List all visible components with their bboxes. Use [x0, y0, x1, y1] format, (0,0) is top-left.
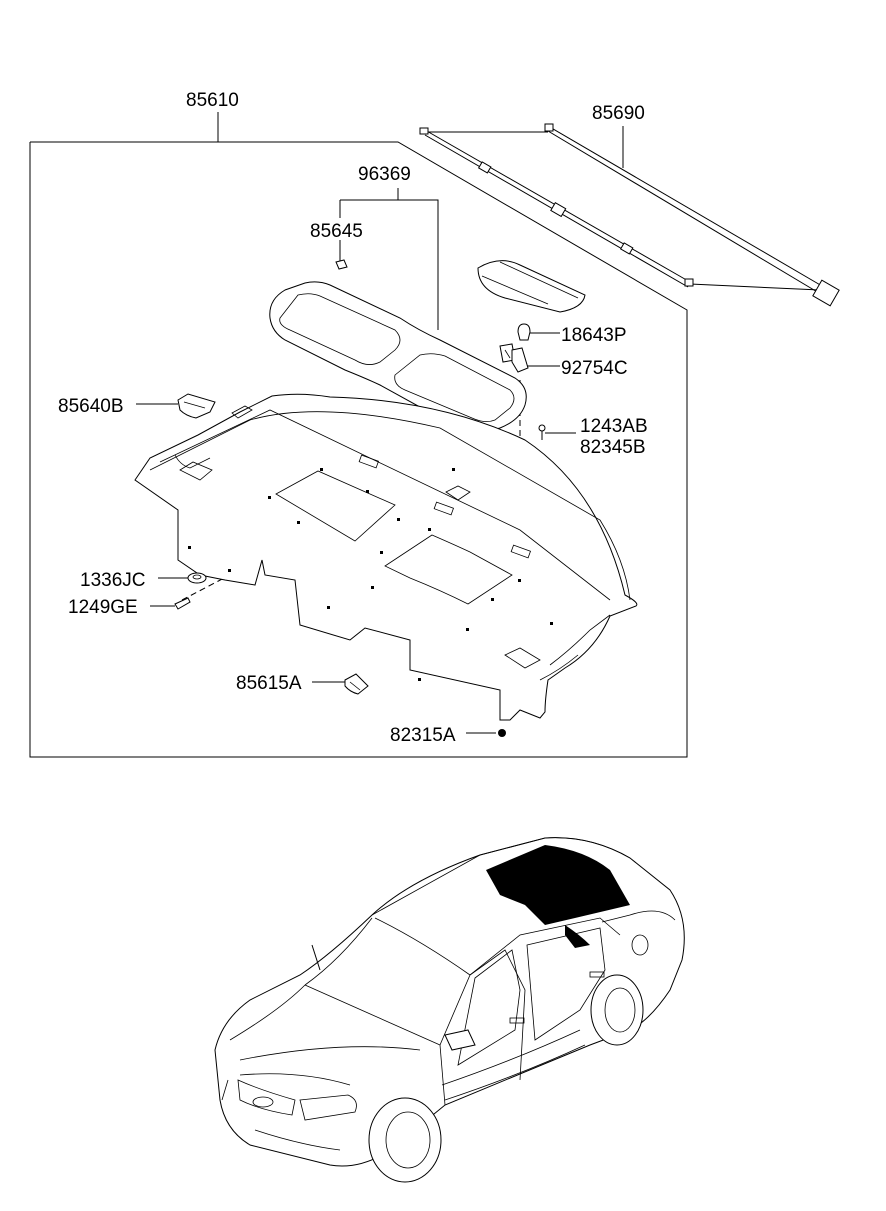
assembly-frame: [29, 141, 688, 758]
label-85615a: 85615A: [236, 673, 302, 694]
label-96369: 96369: [358, 164, 411, 185]
nut-82315a: [498, 729, 506, 737]
label-1249ge: 1249GE: [68, 597, 138, 618]
label-82345b: 82345B: [580, 437, 646, 458]
stop-lamp-cover: [477, 260, 586, 313]
grommet-1336jc: [187, 572, 207, 584]
highlighted-package-tray: [486, 845, 630, 925]
clip-85645: [335, 259, 348, 270]
leader-lines: [136, 112, 821, 734]
rear-tray-rod: [419, 123, 840, 307]
label-18643p: 18643P: [561, 325, 627, 346]
clip-85615a: [344, 673, 369, 695]
label-92754c: 92754C: [561, 358, 628, 379]
part-labels: 85610 85690 96369 85645 18643P 92754C 85…: [58, 90, 648, 746]
label-1336jc: 1336JC: [80, 570, 146, 591]
cover-85640b: [177, 393, 216, 419]
label-82315a: 82315A: [390, 725, 456, 746]
label-85610: 85610: [186, 90, 239, 111]
label-1243ab: 1243AB: [580, 416, 648, 437]
label-85640b: 85640B: [58, 396, 124, 417]
package-tray: [134, 393, 638, 721]
speaker-grille-trim: [269, 281, 527, 433]
screw-1249ge: [174, 597, 191, 610]
label-85690: 85690: [592, 103, 645, 124]
label-85645: 85645: [310, 221, 363, 242]
bulb-and-socket: [499, 323, 531, 373]
screw-1243ab: [538, 424, 546, 440]
car-illustration: [214, 837, 685, 1183]
